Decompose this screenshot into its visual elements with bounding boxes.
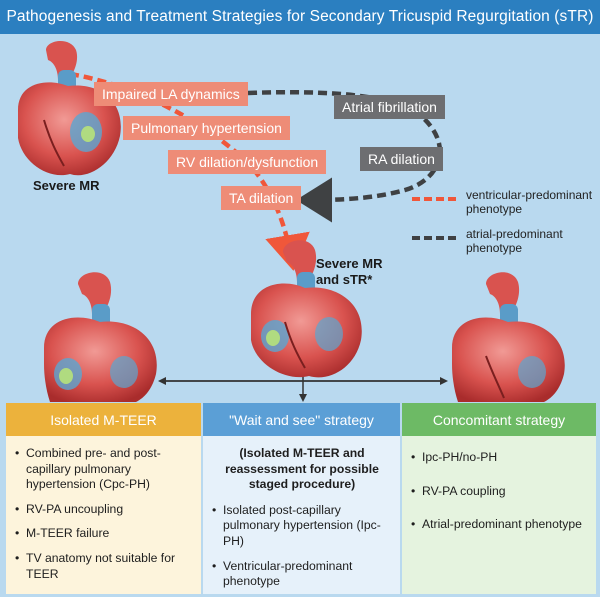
- heart-illustration-severe-mr-str: [251, 240, 362, 378]
- list-item: •Combined pre- and post-capillary pulmon…: [15, 446, 161, 492]
- panel-wait-body: (Isolated M-TEER and reassessment for po…: [203, 436, 400, 590]
- list-item: •Ipc-PH/no-PH: [411, 450, 498, 464]
- panel-concomitant-body: •Ipc-PH/no-PH •RV-PA coupling •Atrial-pr…: [402, 436, 596, 533]
- box-rv-dilation: RV dilation/dysfunction: [168, 150, 327, 174]
- legend-ventricular-line1: ventricular-predominant: [466, 188, 593, 202]
- legend-atrial-line1: atrial-predominant: [466, 227, 563, 241]
- list-item: •RV-PA coupling: [411, 483, 506, 498]
- box-pulmonary-hypertension: Pulmonary hypertension: [123, 116, 290, 140]
- heart-illustration-severe-mr: [18, 40, 121, 176]
- panel-wait-header: "Wait and see" strategy: [203, 403, 400, 436]
- panel-wait-subheader: (Isolated M-TEER and reassessment for po…: [225, 446, 379, 492]
- label-severe-mr-str-line2: and sTR*: [316, 272, 373, 288]
- panel-wait-and-see: "Wait and see" strategy (Isolated M-TEER…: [203, 403, 400, 594]
- list-item: •Atrial-predominant phenotype: [411, 517, 582, 532]
- heart-illustration-isolated: [44, 272, 157, 402]
- label-severe-mr: Severe MR: [33, 178, 100, 193]
- panel-isolated-m-teer: Isolated M-TEER •Combined pre- and post-…: [6, 403, 201, 594]
- box-ta-dilation: TA dilation: [221, 186, 302, 210]
- label-severe-mr-str-line1: Severe MR: [316, 256, 383, 271]
- box-impaired-la-dynamics: Impaired LA dynamics: [94, 82, 248, 106]
- list-item: •Isolated post-capillary pulmonary hyper…: [212, 502, 381, 549]
- legend-ventricular-line2: phenotype: [466, 201, 523, 216]
- legend-atrial: atrial-predominant phenotype: [466, 227, 563, 256]
- legend-ventricular: ventricular-predominant phenotype: [466, 188, 593, 217]
- legend-atrial-line2: phenotype: [466, 240, 523, 255]
- panel-concomitant-header: Concomitant strategy: [402, 403, 596, 436]
- box-ra-dilation: RA dilation: [360, 147, 443, 171]
- panel-isolated-body: •Combined pre- and post-capillary pulmon…: [6, 436, 201, 582]
- box-atrial-fibrillation: Atrial fibrillation: [334, 95, 445, 119]
- panel-isolated-header: Isolated M-TEER: [6, 403, 201, 436]
- heart-illustration-concomitant: [452, 272, 565, 402]
- panel-concomitant: Concomitant strategy •Ipc-PH/no-PH •RV-P…: [402, 403, 596, 594]
- list-item: •RV-PA uncoupling: [15, 501, 124, 516]
- list-item: •M-TEER failure: [15, 526, 110, 541]
- figure-title: Pathogenesis and Treatment Strategies fo…: [0, 0, 600, 34]
- list-item: •TV anatomy not suitable for TEER: [15, 551, 176, 581]
- label-severe-mr-str: Severe MR and sTR*: [316, 256, 382, 289]
- list-item: •Ventricular-predominant phenotype: [212, 558, 353, 589]
